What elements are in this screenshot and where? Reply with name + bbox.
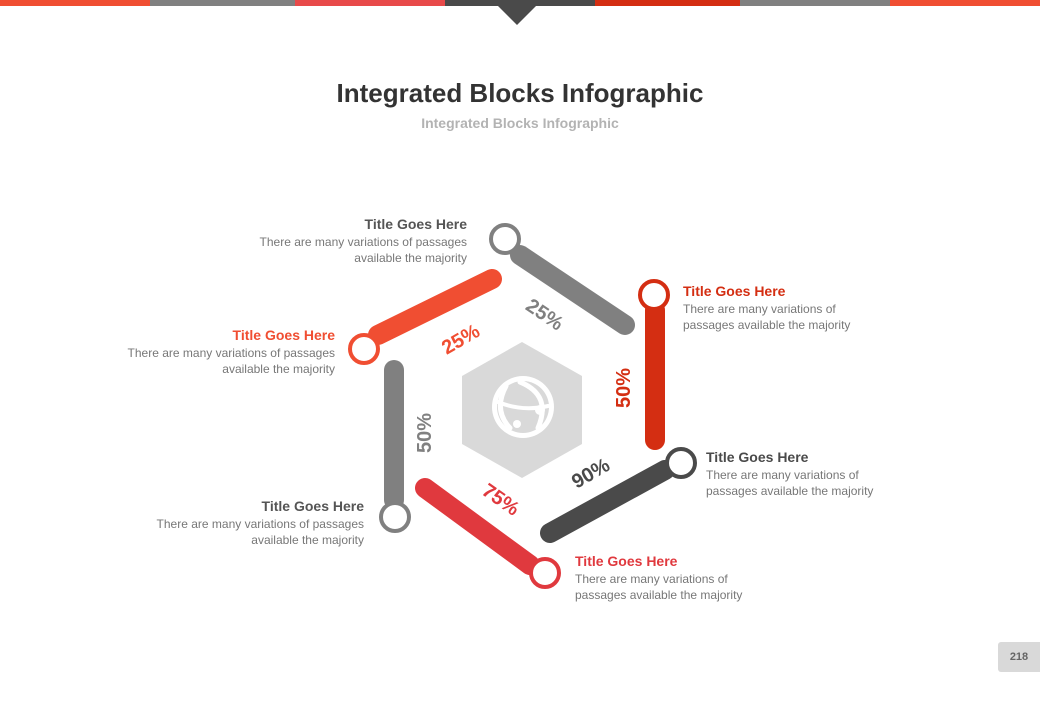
callout-text: There are many variations of passages av… (127, 346, 335, 376)
segment-bar-top-left (368, 269, 502, 345)
callout-title: Title Goes Here (261, 498, 364, 514)
callout-text: There are many variations of passages av… (683, 302, 851, 332)
percent-label-right: 50% (613, 368, 635, 408)
percent-label-top-right: 25% (522, 295, 568, 336)
callout-top-right: Title Goes Here There are many variation… (227, 216, 467, 266)
top-bar-segment (595, 0, 740, 6)
node-circle-left (379, 501, 411, 533)
percent-label-top-left: 25% (438, 320, 484, 359)
page-number: 218 (998, 642, 1040, 672)
page-subtitle: Integrated Blocks Infographic (421, 115, 619, 131)
percent-label-bottom-right: 90% (568, 454, 614, 493)
top-bar-segment (0, 0, 150, 6)
callout-top-left: Title Goes Here There are many variation… (95, 327, 335, 377)
top-bar-segment (445, 0, 595, 6)
top-bar-segment (295, 0, 445, 6)
top-notch-indicator (498, 6, 536, 25)
callout-left: Title Goes Here There are many variation… (124, 498, 364, 548)
node-circle-bottom-left (529, 557, 561, 589)
top-bar-segment (740, 0, 890, 6)
callout-right: Title Goes Here There are many variation… (683, 283, 883, 333)
percent-label-bottom-left: 75% (478, 480, 524, 521)
callout-text: There are many variations of passages av… (575, 572, 743, 602)
callout-title: Title Goes Here (232, 327, 335, 343)
node-circle-right (638, 279, 670, 311)
segment-bar-bottom-left (415, 478, 540, 575)
callout-text: There are many variations of passages av… (156, 517, 364, 547)
node-circle-top-left (348, 333, 380, 365)
callout-text: There are many variations of passages av… (706, 468, 874, 498)
segment-bar-top-right (510, 245, 635, 335)
callout-bottom-left: Title Goes Here There are many variation… (575, 553, 775, 603)
callout-bottom-right: Title Goes Here There are many variation… (706, 449, 906, 499)
top-bar-segment (890, 0, 1040, 6)
percent-label-left: 50% (414, 413, 436, 453)
callout-title: Title Goes Here (683, 283, 786, 299)
globe-icon (492, 376, 554, 438)
callout-title: Title Goes Here (706, 449, 809, 465)
callout-text: There are many variations of passages av… (259, 235, 467, 265)
callout-title: Title Goes Here (575, 553, 678, 569)
top-bar-segment (150, 0, 295, 6)
segment-bar-bottom-right (540, 460, 675, 543)
page-title: Integrated Blocks Infographic (336, 78, 704, 108)
node-circle-bottom-right (665, 447, 697, 479)
top-color-bar (0, 0, 1040, 6)
callout-title: Title Goes Here (364, 216, 467, 232)
node-circle-top-right (489, 223, 521, 255)
